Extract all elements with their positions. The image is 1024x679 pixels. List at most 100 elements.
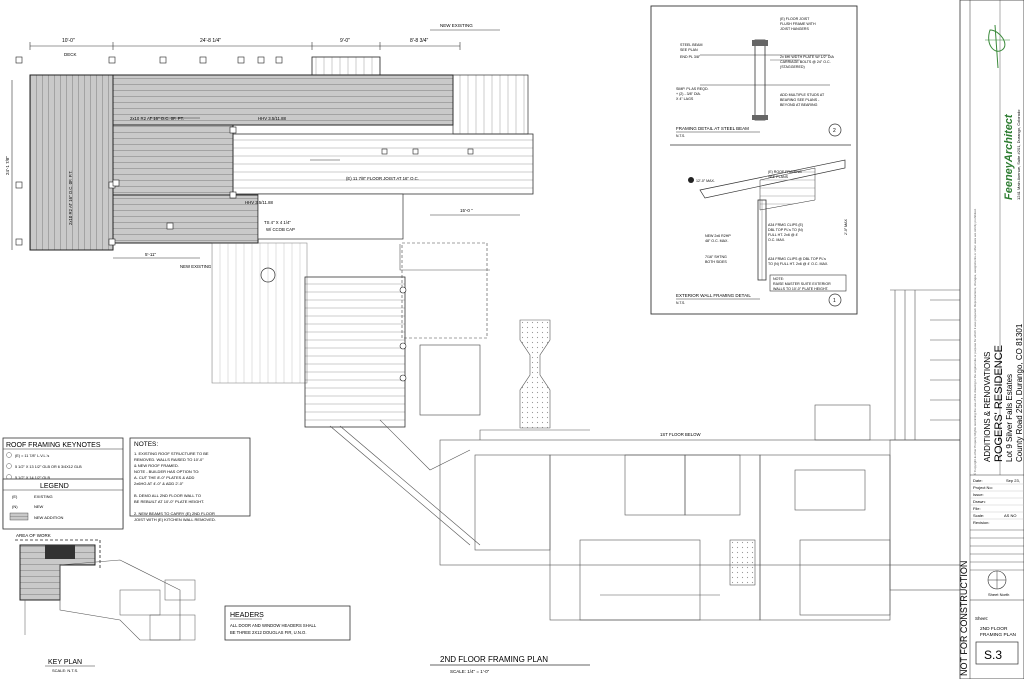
d1-label-9: 2x 6HI WDTH PLATE W/ 1/2" DIA [780,55,835,59]
project-county: County Road 250, Durango, CO 81301 [1015,323,1024,462]
new-existing-bottom: NEW EXISTING [180,264,212,269]
key-plan-area: AREA OF WORK [16,533,51,538]
keynote-2: 5 1/2" X 13 1/2" GLB OR 6 3/4X12 GLB [15,465,82,469]
d2-label-13: 2'-0" MAX [844,218,848,235]
dim-d6: 5'-11" [145,252,157,257]
keynotes-title: ROOF FRAMING KEYNOTES [6,442,101,449]
d2-label-2: 12'-0" MAX. [696,179,715,183]
detail1-num: 2 [833,128,836,134]
keynote-3: 5 1/2" X 14 1/2" GLB [15,476,50,480]
d1-label-5: X 4" LAGS [676,97,694,101]
detail-exterior-wall: (E) ROOF FRAMING SEE PLANS 12'-0" MAX. A… [670,144,851,307]
spiral-stair [260,267,276,283]
not-for-construction: NOT FOR CONSTRUCTION [959,561,969,676]
note-line-3: & NEW ROOF FRAMED. [134,463,179,468]
field-scale-value: AS NO [1004,513,1016,518]
title-block: FeeneyArchitect 1241 Main Avenue, Suite … [959,0,1024,679]
d2-label-5: FULL HT. 2x6 @ 4' [768,233,798,237]
post-markers [15,56,474,246]
d2-label-4: DBL TOP PL's TO (N) [768,228,803,232]
d2-label-9: 7/16" SHTNG [705,255,727,259]
legend-box: LEGEND (E) EXISTING (N) NEW NEW ADDITION [2,478,124,530]
field-date-label: Date: [973,478,983,483]
notes-box: NOTES: 1. EXISTING ROOF STRUCTURE TO BE … [129,437,251,522]
first-floor-below: 1ST FLOOR BELOW [660,432,701,437]
d1-label-0: STEEL BEAM [680,43,702,47]
lower-deck [304,276,406,428]
note-line-12: JOIST WITH (E) KITCHEN WALL REMOVED. [134,517,216,522]
dimension-string-top [29,29,500,50]
key-plan: AREA OF WORK KEY PLAN SCALE: N.T.S. [15,533,196,673]
headers-title: HEADERS [230,612,264,619]
detail2-note-box [769,274,847,292]
headers-line-2: BE THREE 2X12 DOUGLAS FIR, U.N.O. [230,630,306,635]
callout-c1: 2x10 R2 AT 16" O.C. 0F. PT. [130,116,184,121]
d1-label-10: CARRIAGE BOLTS @ 24" O.C. [780,60,831,64]
project-type: ADDITIONS & RENOVATIONS [983,352,992,462]
legend-text-1: EXISTING [34,494,53,499]
details-panel: STEEL BEAM SEE PLAN END PL 3/8" SIMP. PL… [650,5,858,315]
column-circles [399,286,407,382]
level-marker [688,177,694,183]
legend-sym-2: (N) [12,504,18,509]
plan-title: 2ND FLOOR FRAMING PLAN [440,655,548,664]
key-plan-title: KEY PLAN [48,659,82,666]
sheet-number: S.3 [984,648,1002,662]
d2-label-1: SEE PLANS [768,175,789,179]
dim-d2: 24'-8 1/4" [200,38,221,44]
room-outline [419,344,481,416]
d1-label-12: ADD MULTIPLE STUDS AT [780,93,825,97]
note-line-4: NOTE - BUILDER HAS OPTION TO: [134,469,199,474]
d1-label-6: (E) FLOOR JOIST [780,17,810,21]
headers-line-1: ALL DOOR AND WINDOW HEADERS SHALL [230,623,317,628]
d2-label-0: (E) ROOF FRAMING [768,170,802,174]
dim-deck: DECK [64,52,77,57]
field-project-label: Project No: [973,485,993,490]
firm-logo-icon [985,24,1010,69]
field-revision-label: Revision: [973,520,989,525]
detail1-scale: N.T.S. [676,134,685,138]
legend-title: LEGEND [40,483,69,490]
legend-text-3: NEW ADDITION [34,515,63,520]
copyright-text: © Copyright & other Property Rights rest… [973,208,977,475]
lower-floor-outline [329,244,971,621]
dashed-area [401,242,488,339]
keynote-1: (E) = 11 7/8" L.V.L.'s [15,454,49,458]
dim-d4: 8'-8 3/4" [410,38,429,44]
d2-label-11: A34 FRMG CLIPS @ DBL TOP PL's [768,257,826,261]
d1-label-11: (STAGGERED) [780,65,805,69]
callout-c3: (E) 11 7/8" FLOOR JOIST AT 16" O.C. [346,176,419,181]
callout-c5: TS 4" X 4 1/4" [264,220,291,225]
sheet-title-2: FRAMING PLAN [980,632,1017,638]
detail2-num: 1 [833,298,836,304]
project-name: ROGERS' RESIDENCE [993,345,1005,462]
field-issue-label: Issue: [973,492,984,497]
bump-out [311,56,381,76]
detail2-note-2: WALLS TO 10'-0" PLATE HEIGHT. [773,287,829,291]
note-line-6: 2x6HG AT 4'-0" & ADD 2'-0" [134,481,184,486]
d1-label-7: FLUSH FRAME WITH [780,22,816,26]
plan-scale: SCALE: 1/4" = 1'-0" [450,669,490,674]
d1-label-8: JOIST HANGERS [780,27,809,31]
d1-label-2: END PL 3/8" [680,55,701,59]
field-date-value: Sep 23, [1006,478,1020,483]
field-scale-label: Scale: [973,513,984,518]
dim-d5: 15'-0 " [460,208,473,213]
detail-steel-beam: STEEL BEAM SEE PLAN END PL 3/8" SIMP. PL… [676,17,842,138]
legend-text-2: NEW [34,504,44,509]
field-drawn-label: Drawn: [973,499,986,504]
sheet-title-1: 2ND FLOOR [980,626,1008,632]
callout-c4: HHV 3.5/11.88 [245,200,273,205]
dim-vertical: 24'-1 7/8" [5,156,10,175]
note-line-2: REMOVED. WALLS RAISED TO 10'-0" [134,457,204,462]
headers-box: HEADERS ALL DOOR AND WINDOW HEADERS SHAL… [224,605,351,641]
note-line-8: B. DEMO ALL 2ND FLOOR WALL TO [134,493,201,498]
framing-plan: 10'-0" DECK 24'-8 1/4" 9'-0" 8'-8 3/4" N… [5,23,971,621]
callout-c2: HHV 3.5/11.88 [258,116,286,121]
legend-sym-1: (E) [12,494,18,499]
d2-label-3: A34 FRMG CLIPS (E) [768,223,803,227]
note-line-11: 2. NEW BEAMS TO CARRY (E) 2ND FLOOR [134,511,215,516]
chimney-column [519,319,551,429]
d2-label-8: 48" O.C. MAX. [705,239,728,243]
